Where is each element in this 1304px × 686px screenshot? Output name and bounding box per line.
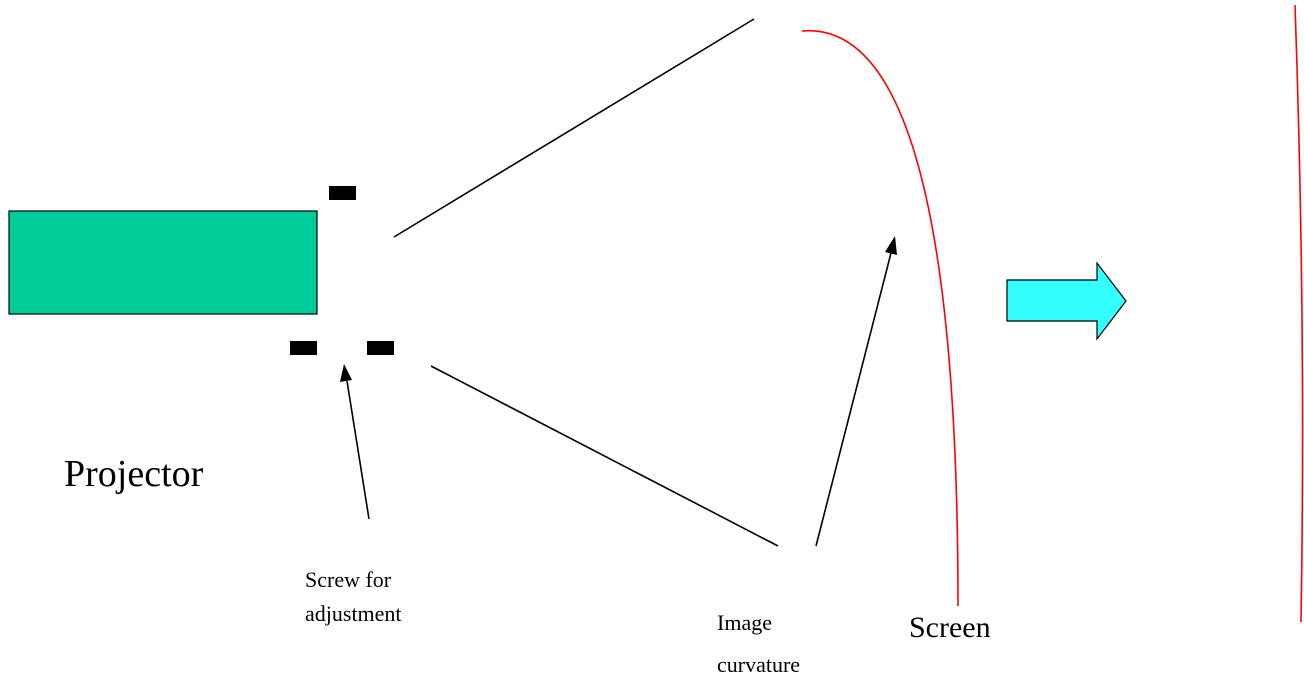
projector-body — [8, 210, 318, 315]
screw-label-line2: adjustment — [305, 601, 402, 626]
screw-label: Screw for adjustment — [305, 563, 485, 631]
bottom-left-screw — [290, 341, 317, 355]
curvature-pointer-arrow — [815, 252, 892, 547]
screw-pointer-arrow — [346, 380, 370, 520]
right-arrow-icon — [1006, 261, 1127, 341]
screen-label: Screen — [909, 611, 991, 644]
upper-beam-line — [393, 18, 755, 238]
screw-pointer-arrowhead — [340, 364, 352, 382]
curvature-pointer-arrowhead — [885, 236, 897, 255]
curved-screen-line — [801, 30, 959, 607]
image-label-line2: curvature — [717, 652, 801, 677]
lower-beam-line — [430, 365, 779, 547]
image-label-line1: Image — [717, 610, 772, 635]
straight-screen-line — [1294, 4, 1304, 623]
projector-label: Projector — [64, 453, 204, 495]
image-curvature-label: Image curvature — [717, 602, 837, 686]
top-screw — [329, 186, 356, 200]
bottom-right-screw — [367, 341, 394, 355]
screw-label-line1: Screw for — [305, 567, 392, 592]
